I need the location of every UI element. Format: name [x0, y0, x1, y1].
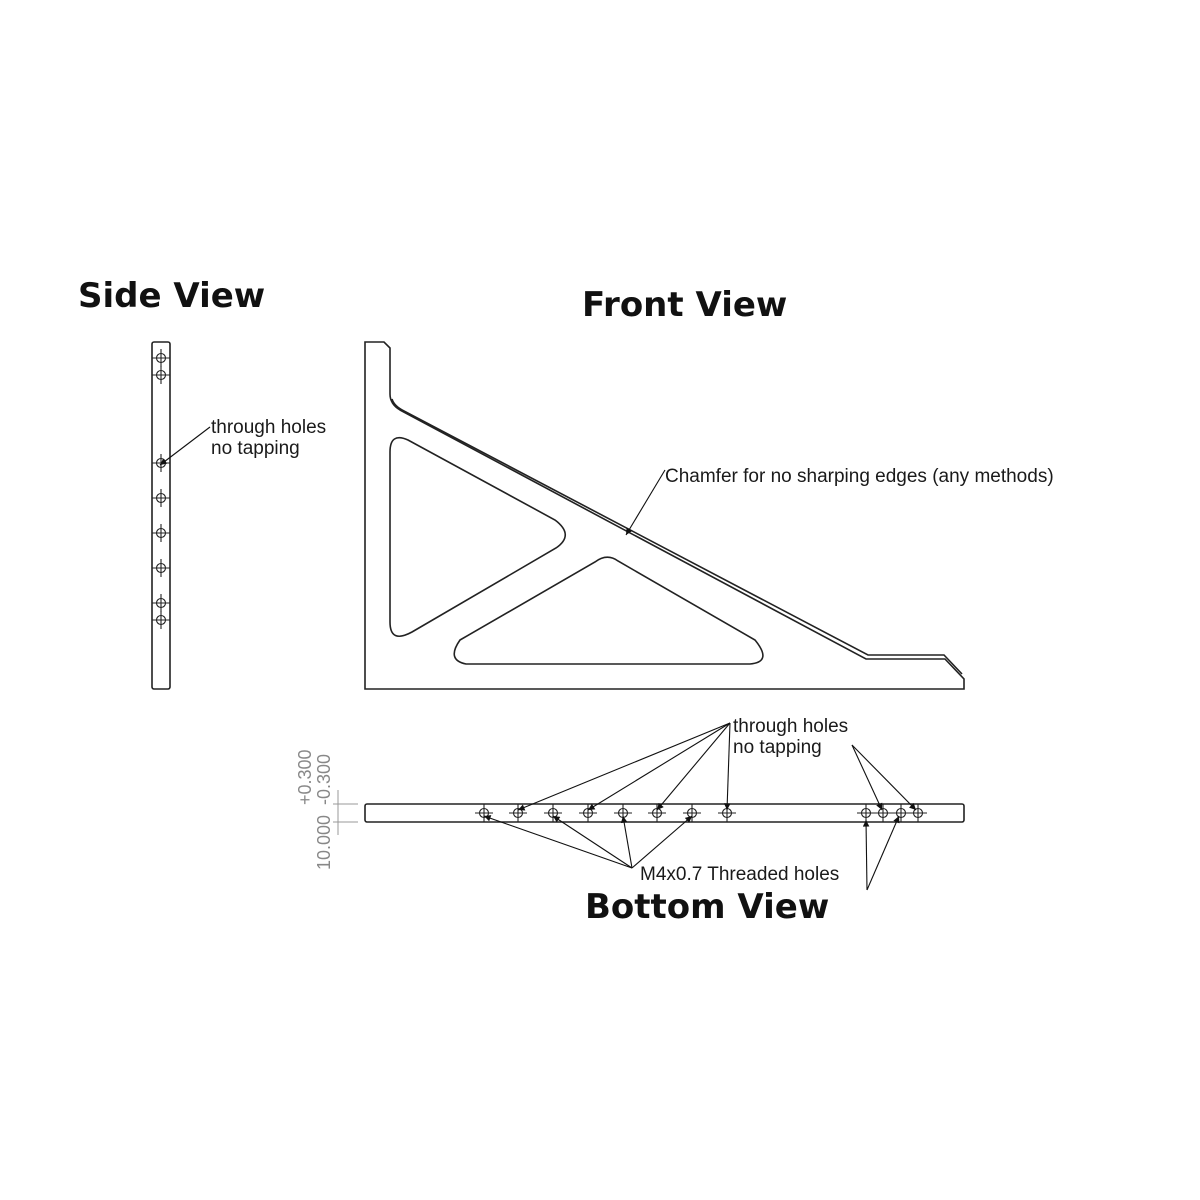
side-through-leader	[159, 426, 211, 466]
leader-arrow	[483, 815, 633, 869]
dimension-upper-tolerance: +0.300	[295, 749, 315, 805]
chamfer-leader	[625, 469, 666, 536]
bottom-through-note-line1: through holes	[733, 716, 848, 737]
leader-arrow	[851, 744, 917, 811]
hole-icon	[152, 349, 170, 367]
hole-icon	[152, 594, 170, 612]
side-through-note-line2: no tapping	[211, 438, 300, 459]
bottom-view-title: Bottom View	[585, 887, 829, 927]
dimension-nominal: 10.000	[314, 815, 334, 870]
hole-icon	[683, 804, 701, 822]
front-view-cutout-upper	[389, 436, 567, 638]
front-view-chamfer-line	[391, 398, 963, 675]
bottom-through-note-line2: no tapping	[733, 737, 822, 758]
side-view-holes	[152, 349, 170, 629]
hole-icon	[152, 489, 170, 507]
hole-icon	[874, 804, 892, 822]
leader-arrow	[866, 815, 900, 891]
front-view-cutout-lower	[453, 556, 764, 665]
threaded-holes-note: M4x0.7 Threaded holes	[640, 864, 839, 885]
leader-arrow	[552, 815, 633, 869]
front-view-title: Front View	[582, 285, 787, 325]
leader-arrow	[517, 722, 731, 811]
leader-arrow	[587, 722, 731, 811]
hole-icon	[152, 611, 170, 629]
hole-icon	[544, 804, 562, 822]
side-through-note-line1: through holes	[211, 417, 326, 438]
bottom-view-leaders	[483, 722, 917, 891]
hole-icon	[909, 804, 927, 822]
bottom-view-outline	[364, 803, 965, 823]
hole-icon	[614, 804, 632, 822]
hole-icon	[152, 559, 170, 577]
leader-arrow	[723, 722, 731, 811]
hole-icon	[152, 524, 170, 542]
leader-arrow	[631, 815, 693, 869]
bottom-view: through holes no tapping M4x0.7 Threaded…	[295, 716, 965, 891]
hole-icon	[892, 804, 910, 822]
hole-icon	[509, 804, 527, 822]
hole-icon	[152, 366, 170, 384]
side-view: through holes no tapping	[151, 341, 326, 690]
front-view: Chamfer for no sharping edges (any metho…	[364, 341, 1054, 690]
leader-arrow	[620, 815, 633, 869]
side-view-title: Side View	[78, 276, 265, 316]
hole-icon	[152, 454, 170, 472]
bottom-view-holes	[475, 804, 927, 822]
dimension-lower-tolerance: -0.300	[314, 754, 334, 805]
leader-arrow	[851, 744, 883, 811]
hole-icon	[648, 804, 666, 822]
hole-icon	[857, 804, 875, 822]
side-view-outline	[151, 341, 171, 690]
leader-arrow	[656, 722, 731, 811]
leader-arrow	[862, 819, 870, 891]
hole-icon	[475, 804, 493, 822]
front-view-outline	[364, 341, 965, 690]
chamfer-note: Chamfer for no sharping edges (any metho…	[665, 466, 1054, 487]
